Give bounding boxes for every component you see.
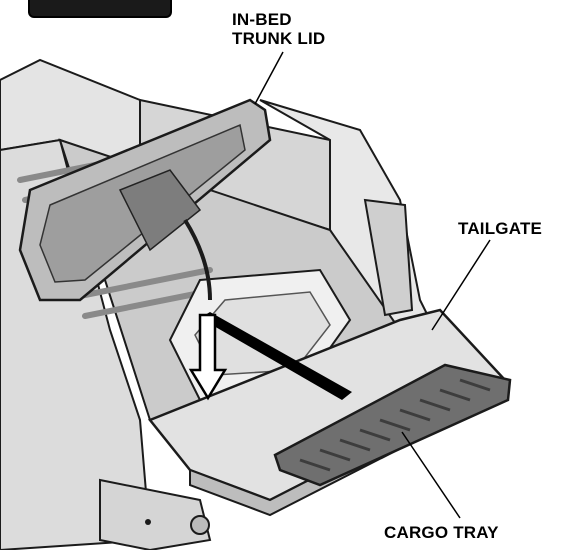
trunk-lid-leader [254,51,284,105]
trunk-lid-label-line1: IN-BED [232,10,292,29]
lid-strut [183,218,212,301]
hitch-bolt [145,519,151,525]
trunk-lid-brace [118,169,202,252]
cargo-tray-leader [401,431,461,519]
tailgate-label: TAILGATE [458,219,543,238]
cargo-tray-ribs [299,378,491,472]
corner-tab [28,0,172,18]
placement-bar [200,312,352,400]
trunk-lid-label: IN-BED TRUNK LID [232,10,325,48]
tail-light [363,198,414,317]
trunk-lid-label-line2: TRUNK LID [232,29,326,48]
rear-bumper [99,478,212,550]
cargo-tray-label: CARGO TRAY [384,523,499,542]
down-arrow [188,313,228,401]
exhaust-tip [190,515,210,535]
tailgate-leader [431,239,491,331]
